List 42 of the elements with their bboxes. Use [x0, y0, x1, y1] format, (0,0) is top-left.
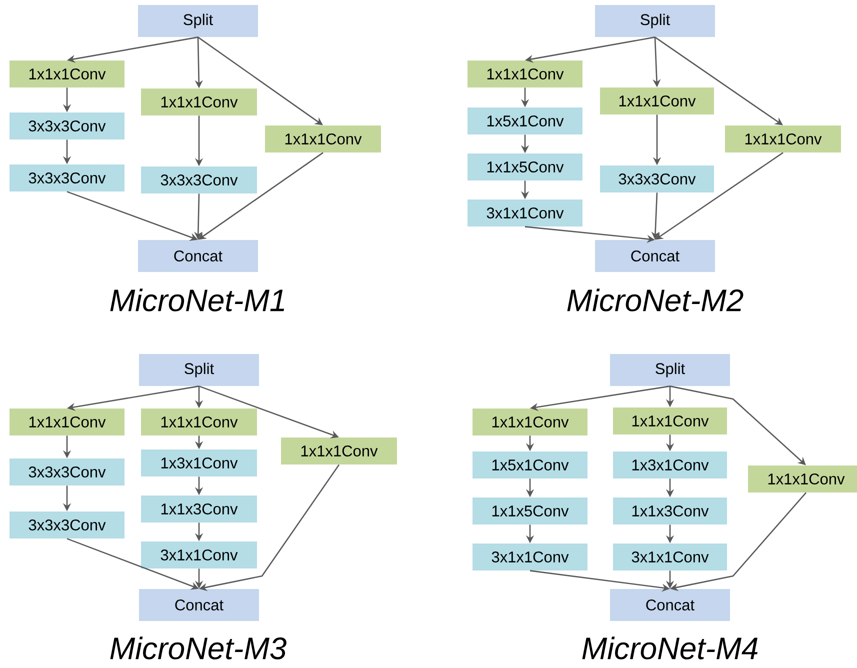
conv-box: 1x1x1Conv	[468, 60, 582, 88]
conv-box: 1x1x1Conv	[265, 126, 381, 152]
conv-box: 1x1x1Conv	[725, 126, 841, 152]
block-box: Concat	[610, 589, 730, 621]
panel-caption: MicroNet-M3	[110, 636, 286, 660]
conv-box: 1x5x1Conv	[468, 108, 582, 134]
block-box: Split	[138, 5, 258, 37]
conv-box: 3x1x1Conv	[141, 542, 257, 568]
conv-box: 1x1x1Conv	[141, 408, 257, 436]
conv-box: 3x3x3Conv	[141, 166, 257, 194]
block-box: Split	[139, 354, 259, 386]
conv-box: 1x1x1Conv	[613, 408, 727, 434]
conv-box: 1x1x1Conv	[10, 60, 124, 88]
conv-box: 3x1x1Conv	[472, 544, 588, 570]
panel-caption: MicroNet-M1	[110, 288, 284, 312]
conv-box: 3x1x1Conv	[613, 544, 727, 570]
panel-caption: MicroNet-M4	[582, 636, 758, 660]
conv-box: 3x3x3Conv	[10, 458, 124, 486]
conv-box: 1x5x1Conv	[472, 452, 588, 478]
panel-caption: MicroNet-M2	[567, 288, 744, 312]
conv-box: 1x1x1Conv	[281, 438, 397, 464]
block-box: Split	[610, 354, 730, 386]
conv-box: 1x1x1Conv	[600, 88, 714, 114]
conv-box: 3x1x1Conv	[468, 200, 582, 226]
conv-box: 1x1x1Conv	[141, 88, 257, 116]
conv-box: 1x3x1Conv	[613, 452, 727, 478]
block-box: Split	[595, 5, 715, 37]
conv-box: 1x1x5Conv	[472, 498, 588, 524]
conv-box: 1x1x1Conv	[472, 408, 588, 436]
conv-box: 1x1x1Conv	[748, 466, 857, 492]
conv-box: 1x1x3Conv	[141, 496, 257, 522]
conv-box: 3x3x3Conv	[10, 112, 124, 140]
conv-box: 1x1x5Conv	[468, 154, 582, 180]
block-box: Concat	[139, 589, 259, 621]
conv-box: 3x3x3Conv	[600, 166, 714, 192]
conv-box: 1x1x1Conv	[10, 408, 124, 436]
block-box: Concat	[595, 240, 715, 272]
block-box: Concat	[138, 240, 258, 272]
conv-box: 1x3x1Conv	[141, 450, 257, 476]
conv-box: 3x3x3Conv	[10, 164, 124, 192]
conv-box: 1x1x3Conv	[613, 498, 727, 524]
conv-box: 3x3x3Conv	[10, 512, 124, 538]
